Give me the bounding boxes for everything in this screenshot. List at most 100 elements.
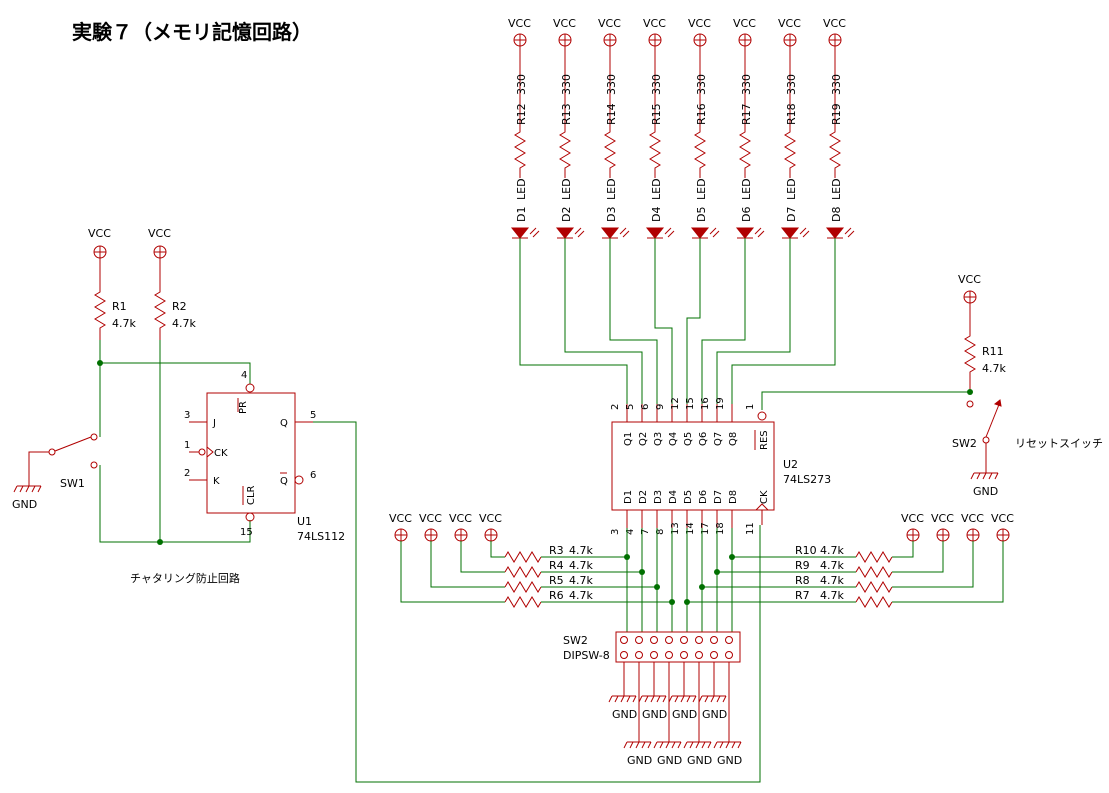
vcc-symbol: VCC — [961, 512, 984, 542]
led-light-icon — [619, 227, 627, 235]
led-ref: D8 — [830, 207, 843, 222]
resistor-ref: R8 — [795, 574, 810, 587]
pullup-wire — [892, 541, 1004, 603]
vcc-symbol: VCC — [901, 512, 924, 542]
led-value: LED — [560, 178, 573, 200]
vcc-label: VCC — [643, 17, 666, 30]
chatter-caption: チャタリング防止回路 — [130, 571, 240, 585]
switch-sw1: SW1 — [48, 433, 98, 490]
led-ref: D2 — [560, 207, 573, 222]
resistor-ref: R15 — [650, 103, 663, 125]
resistor-ref: R14 — [605, 103, 618, 125]
resistor — [504, 596, 542, 608]
pin-number: 14 — [685, 522, 696, 535]
dip-contact — [725, 636, 733, 644]
page-title: 実験７（メモリ記憶回路） — [72, 20, 312, 44]
led-icon — [735, 227, 755, 239]
vcc-label: VCC — [148, 227, 171, 240]
vcc-label: VCC — [961, 512, 984, 525]
pullup-wire — [400, 541, 505, 603]
vcc-symbol-r2: VCC — [148, 227, 171, 259]
vcc-symbol: VCC — [419, 512, 442, 542]
pin-name: D2 — [638, 490, 649, 504]
dip-contact — [665, 636, 673, 644]
led-wire — [716, 238, 791, 404]
led-icon — [780, 227, 800, 239]
ic-ref: U2 — [783, 458, 798, 471]
led-light-icon — [622, 230, 630, 238]
gnd-label: GND — [672, 708, 697, 721]
pin-j: J — [212, 418, 216, 429]
vcc-symbol: VCC — [508, 17, 531, 47]
resistor-value: 330 — [830, 74, 843, 95]
resistor-ref: R16 — [695, 103, 708, 125]
svg-text:6: 6 — [310, 470, 316, 481]
vcc-label: VCC — [823, 17, 846, 30]
resistor-value: 330 — [560, 74, 573, 95]
switch-ref: SW1 — [60, 477, 85, 490]
svg-text:4: 4 — [241, 370, 247, 381]
pin-name: Q4 — [668, 432, 679, 446]
led-wire — [654, 238, 673, 404]
led-light-icon — [574, 227, 582, 235]
led-icon — [690, 227, 710, 239]
gnd-symbol: GND — [713, 734, 742, 767]
pullup-wire — [892, 541, 974, 588]
led-light-icon — [802, 230, 810, 238]
resistor-ref: R13 — [560, 103, 573, 125]
vcc-symbol: VCC — [449, 512, 472, 542]
pin-number: 2 — [610, 404, 621, 410]
resistor-ref: R18 — [785, 103, 798, 125]
resistor-ref: R9 — [795, 559, 810, 572]
pin-number: 19 — [715, 397, 726, 410]
led-ref: D4 — [650, 207, 663, 222]
led-value: LED — [695, 178, 708, 200]
pin-name: Q2 — [638, 432, 649, 446]
gnd-label: GND — [627, 754, 652, 767]
dip-contact — [680, 651, 688, 659]
pin-k: K — [213, 476, 220, 487]
pin-name: CK — [759, 490, 770, 504]
reset-caption: リセットスイッチ — [1015, 437, 1103, 450]
u2-pins: 2Q15Q26Q39Q412Q515Q616Q719Q81RES3D14D27D… — [610, 397, 770, 535]
resistor — [855, 566, 893, 578]
led-light-icon — [667, 230, 675, 238]
pin-number: 11 — [745, 522, 756, 535]
vcc-label: VCC — [88, 227, 111, 240]
led-ref: D1 — [515, 207, 528, 222]
vcc-symbol: VCC — [479, 512, 502, 542]
led-light-icon — [754, 227, 762, 235]
pin-number: 15 — [685, 397, 696, 410]
dip-contact — [710, 651, 718, 659]
pin-clr: CLR — [246, 485, 257, 505]
gnd-label: GND — [687, 754, 712, 767]
dip-cells — [620, 636, 733, 659]
dip-contact — [620, 636, 628, 644]
pin-name: D7 — [713, 490, 724, 504]
resistor-ref: R2 — [172, 300, 187, 313]
resistor-value: 330 — [695, 74, 708, 95]
pin-pr: PR — [238, 401, 249, 414]
gnd-label: GND — [973, 485, 998, 498]
resistor — [739, 46, 751, 178]
dip-contact — [695, 636, 703, 644]
led-row: VCCR12330D1LEDVCCR13330D2LEDVCCR14330D3L… — [508, 17, 855, 404]
dip-contact — [695, 651, 703, 659]
gnd-symbol: GND — [638, 688, 667, 721]
led-icon — [825, 227, 845, 239]
led-light-icon — [532, 230, 540, 238]
svg-text:2: 2 — [184, 468, 190, 479]
dip-contact — [710, 636, 718, 644]
led-ref: D6 — [740, 207, 753, 222]
pin-number: 18 — [715, 522, 726, 535]
led-icon — [645, 227, 665, 239]
pin-qn: Q — [280, 476, 288, 487]
vcc-label: VCC — [598, 17, 621, 30]
pin-name: Q1 — [623, 432, 634, 446]
